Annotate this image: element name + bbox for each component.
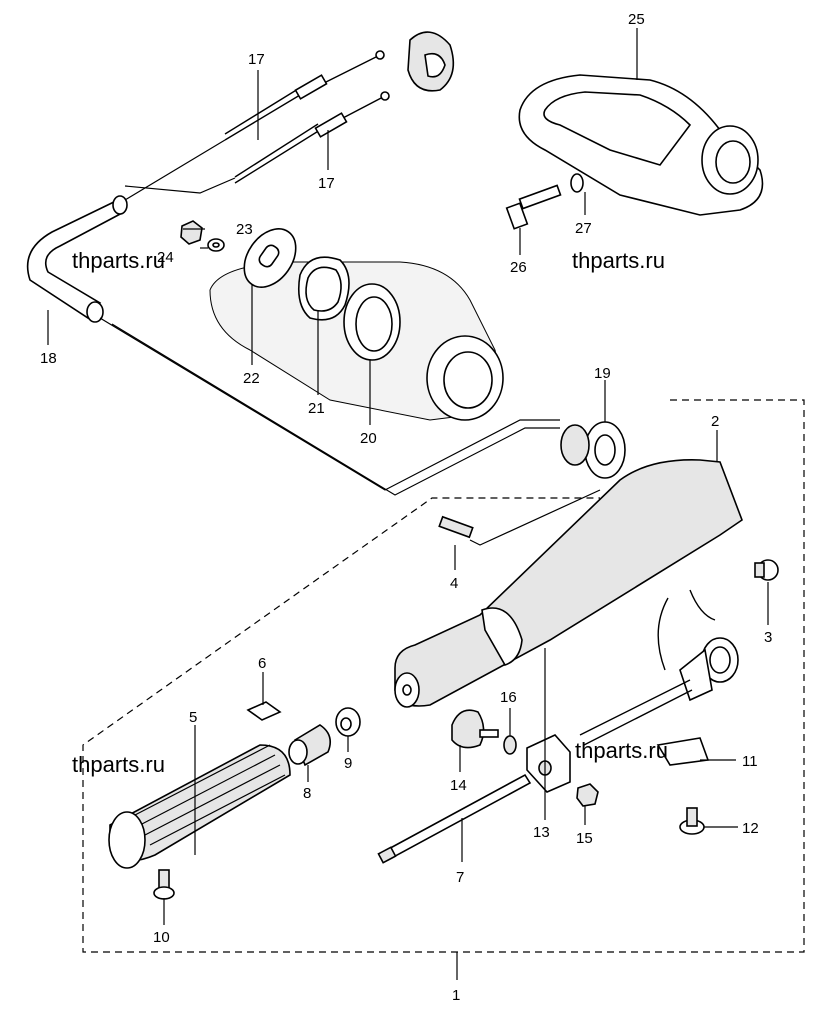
throttle-cables [224,50,390,184]
bushing-9 [335,707,361,737]
callout-2: 2 [711,413,719,430]
callout-25: 25 [628,11,645,28]
cable-hose [26,139,560,496]
grip-5 [108,744,291,869]
collar-8 [288,724,331,767]
knob-14 [451,709,499,749]
callout-21: 21 [308,400,325,417]
callout-19: 19 [594,365,611,382]
callout-27: 27 [575,220,592,237]
callout-7: 7 [456,869,464,886]
callout-26: 26 [510,259,527,276]
callout-13: 13 [533,824,550,841]
handle-bracket-25 [518,74,764,216]
callout-12: 12 [742,820,759,837]
throttle-rod-cable [579,679,691,736]
stop-switch [656,589,739,766]
callout-1: 1 [452,987,460,1004]
callout-17a: 17 [248,51,265,68]
callout-20: 20 [360,430,377,447]
nut-15 [576,783,599,807]
bolt-26 [505,184,562,230]
callout-9: 9 [344,755,352,772]
screw-12 [679,807,705,835]
washer-27 [570,173,584,193]
block-13 [526,734,571,793]
washer-24 [207,238,225,252]
callout-23: 23 [236,221,253,238]
screw-10 [153,869,175,900]
callout-10: 10 [153,929,170,946]
washer-16 [503,735,517,755]
rod-7 [377,773,532,864]
callout-6: 6 [258,655,266,672]
nut-23 [180,220,203,245]
callout-15: 15 [576,830,593,847]
stud-4 [438,489,601,546]
gasket-21 [297,256,350,321]
callout-24: 24 [157,249,174,266]
leader-lines [47,28,769,925]
callout-3: 3 [764,629,772,646]
throttle-rod-cable-2 [583,689,693,746]
ring-20 [343,283,401,361]
assembly-boundary [82,399,805,953]
callout-11: 11 [742,753,758,770]
grommet-19 [560,421,626,479]
callout-4: 4 [450,575,458,592]
plate-6 [246,701,282,721]
callout-14: 14 [450,777,467,794]
cable-clip [407,31,455,92]
watermark-1: thparts.ru [72,248,165,273]
callout-5: 5 [189,709,197,726]
callout-17b: 17 [318,175,335,192]
watermark-4: thparts.ru [575,738,668,763]
cap-3 [754,559,779,581]
callout-16: 16 [500,689,517,706]
watermark-3: thparts.ru [72,752,165,777]
plate-22 [243,228,297,288]
callout-8: 8 [303,785,311,802]
callout-22: 22 [243,370,260,387]
tiller-handle-2 [394,459,743,708]
watermark-2: thparts.ru [572,248,665,273]
callout-18: 18 [40,350,57,367]
